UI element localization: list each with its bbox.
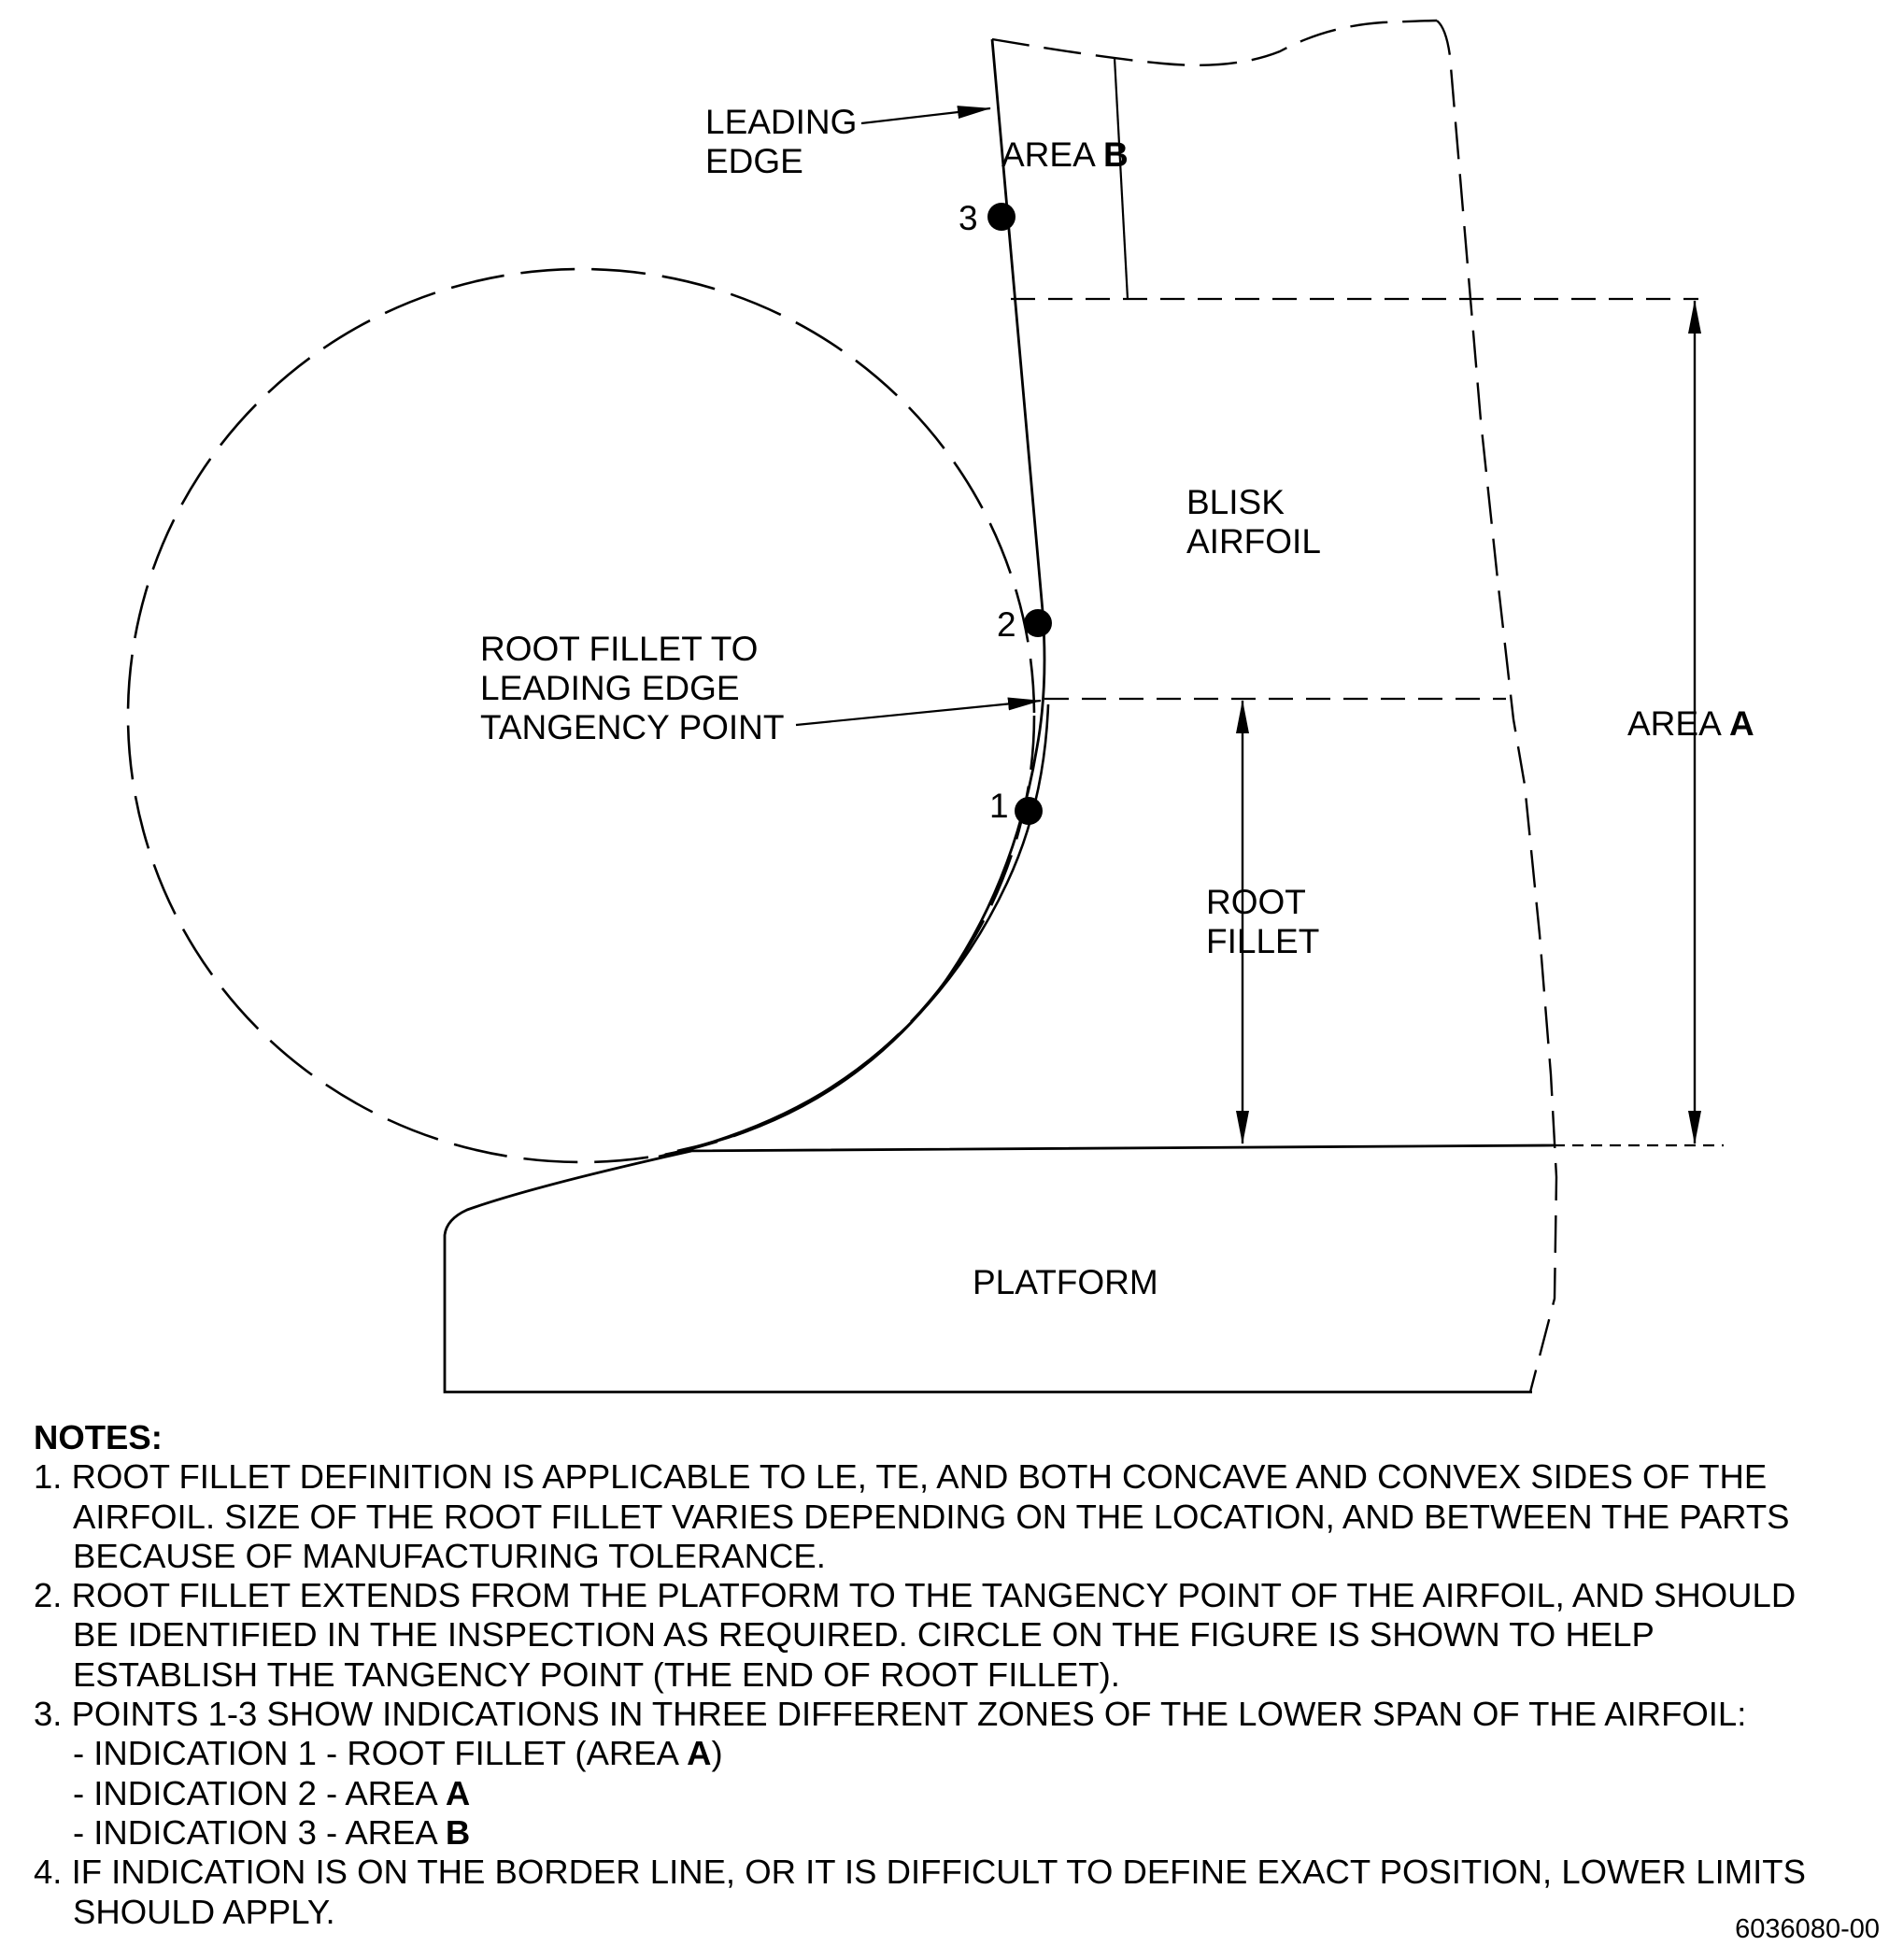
area-a-label: AREA A [1627,704,1754,743]
note-4-line-2: SHOULD APPLY. [73,1892,335,1931]
indication-point-2 [1024,609,1052,637]
note-3-item-3: - INDICATION 3 - AREA B [73,1812,471,1852]
note-3-item-1: - INDICATION 1 - ROOT FILLET (AREA A) [73,1734,723,1773]
notes-section: NOTES: 1. ROOT FILLET DEFINITION IS APPL… [34,1418,1879,1932]
note-3-intro: 3. POINTS 1-3 SHOW INDICATIONS IN THREE … [34,1695,1747,1734]
tangency-point-leader-arrow [795,697,1042,727]
note-4-line-1: 4. IF INDICATION IS ON THE BORDER LINE, … [34,1853,1806,1892]
airfoil-trailing-side-line [1436,20,1558,1393]
tangency-construction-circle [126,267,1036,1164]
tangency-point-label: ROOT FILLET TO LEADING EDGE TANGENCY POI… [480,630,785,746]
airfoil-top-break-line [991,19,1438,67]
indication-point-3 [987,203,1016,231]
note-2-line-3: ESTABLISH THE TANGENCY POINT (THE END OF… [73,1655,1120,1694]
leading-edge-leader-arrow [860,106,991,125]
notes-title: NOTES: [34,1418,163,1456]
note-3-item-2: - INDICATION 2 - AREA A [73,1773,471,1812]
point-1-label: 1 [989,787,1009,825]
blisk-root-fillet-diagram: LEADING EDGE AREA B 3 2 1 BLISK AIRFOIL … [126,19,1754,1394]
blisk-airfoil-label: BLISK AIRFOIL [1186,483,1321,561]
indication-point-1 [1015,797,1043,825]
note-2-line-1: 2. ROOT FILLET EXTENDS FROM THE PLATFORM… [34,1576,1797,1615]
note-1-line-3: BECAUSE OF MANUFACTURING TOLERANCE. [73,1536,826,1575]
area-b-label: AREA B [1001,135,1129,174]
point-2-label: 2 [997,605,1016,644]
note-1-line-1: 1. ROOT FILLET DEFINITION IS APPLICABLE … [34,1457,1768,1497]
root-fillet-label: ROOT FILLET [1206,883,1319,960]
area-b-dimension-line [1113,57,1129,300]
figure-id: 6036080-00 [1735,1914,1880,1944]
root-fillet-inner-line [658,703,1050,1158]
point-3-label: 3 [959,199,978,237]
leading-edge-label: LEADING EDGE [705,103,867,180]
leading-edge-line [676,38,1555,1153]
note-2-line-2: BE IDENTIFIED IN THE INSPECTION AS REQUI… [73,1615,1655,1655]
platform-outline [443,1149,1532,1394]
platform-label: PLATFORM [973,1263,1158,1301]
note-1-line-2: AIRFOIL. SIZE OF THE ROOT FILLET VARIES … [73,1497,1790,1536]
